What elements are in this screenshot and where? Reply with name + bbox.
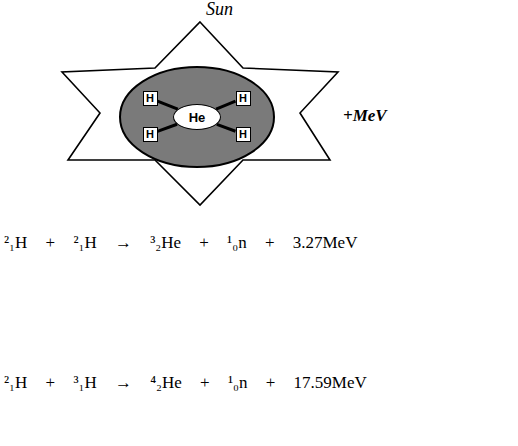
element-symbol: He <box>189 111 206 124</box>
element-symbol: H <box>239 129 247 140</box>
heading-text: Sun <box>206 0 233 18</box>
hydrogen-box: H <box>143 91 158 106</box>
hexagram <box>62 22 338 205</box>
hydrogen-box: H <box>236 91 251 106</box>
core-ellipse <box>120 67 274 167</box>
element-symbol: H <box>146 93 154 104</box>
bond-line <box>158 101 178 109</box>
bond-line <box>216 101 235 109</box>
energy-label: +MeV <box>343 106 387 126</box>
fusion-equation: ²₁H + ³₁H → ⁴₂He + ¹₀n + 17.59MeV <box>4 373 367 393</box>
bond-line <box>158 124 178 131</box>
element-symbol: H <box>239 93 247 104</box>
bond-line <box>217 124 236 131</box>
hydrogen-box: H <box>143 127 158 142</box>
element-symbol: H <box>146 129 154 140</box>
helium-nucleus: He <box>173 104 221 130</box>
star-shape: SunHHHeHH <box>60 20 342 208</box>
fusion-equation: ²₁H + ²₁H → ³₂He + ¹₀n + 3.27MeV <box>4 233 357 253</box>
hydrogen-box: H <box>236 127 251 142</box>
